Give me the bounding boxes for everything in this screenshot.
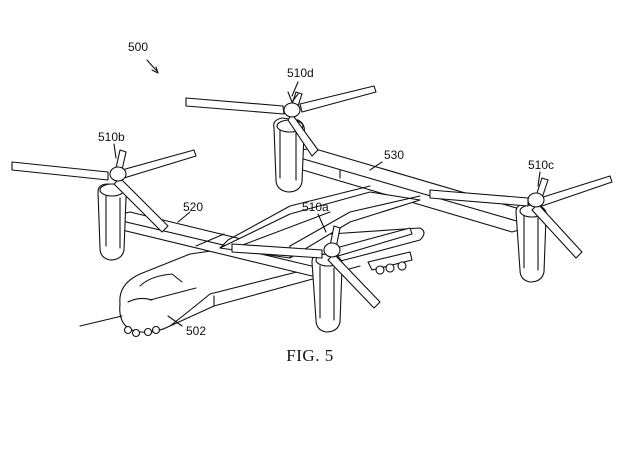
leader-510b — [113, 143, 117, 159]
leader-510a — [317, 213, 327, 233]
rotor-b-nacelle — [97, 183, 128, 261]
fuselage-spine — [219, 185, 421, 259]
figure-caption: FIG. 5 — [286, 346, 334, 365]
leader-530 — [369, 161, 383, 171]
label-510b: 510b — [98, 130, 125, 144]
label-510a: 510a — [302, 200, 329, 214]
leader-520 — [177, 211, 191, 223]
label-510c: 510c — [528, 158, 555, 172]
rotor-a-blades — [231, 225, 413, 309]
label-500: 500 — [128, 40, 149, 54]
label-520: 520 — [183, 200, 204, 214]
leader-510c — [537, 171, 541, 187]
leader-510d — [291, 81, 299, 97]
rotor-b-blades — [11, 149, 197, 233]
leader-500 — [146, 59, 159, 74]
rotor-c-blades — [429, 175, 613, 259]
label-502: 502 — [186, 324, 207, 338]
label-530: 530 — [384, 148, 405, 162]
leader-502 — [167, 315, 183, 327]
label-510d: 510d — [287, 66, 314, 80]
rotor-d-blades — [185, 85, 377, 157]
fuselage — [79, 227, 425, 338]
